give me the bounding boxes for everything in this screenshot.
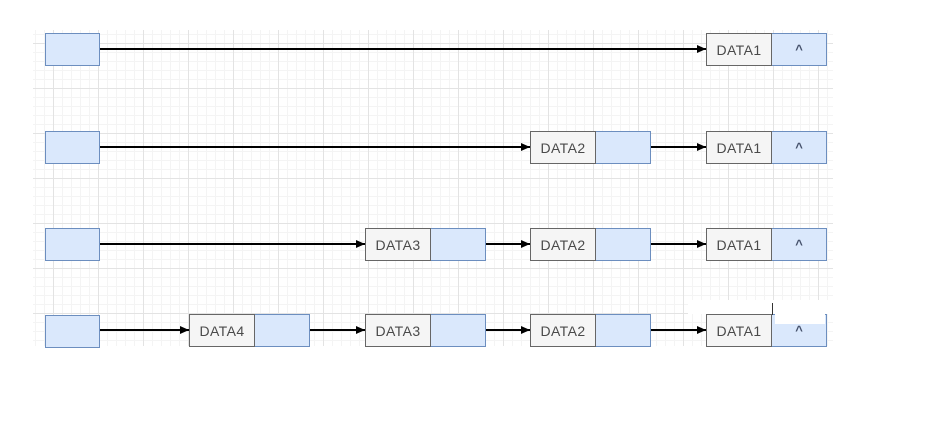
node-pointer-cell (255, 314, 310, 347)
node-data-cell: DATA3 (365, 228, 431, 261)
linked-list-node: DATA2 (530, 228, 651, 261)
node-data-cell: DATA2 (530, 314, 596, 347)
node-data-cell: DATA2 (530, 228, 596, 261)
arrow (100, 329, 189, 331)
head-pointer-box (45, 131, 100, 164)
node-label: DATA1 (716, 41, 762, 58)
node-data-cell: DATA4 (189, 314, 255, 347)
head-pointer-box (45, 228, 100, 261)
node-label: DATA2 (540, 139, 586, 156)
node-pointer-cell: ^ (772, 228, 827, 261)
node-data-cell: DATA2 (530, 131, 596, 164)
null-pointer-symbol: ^ (795, 237, 803, 252)
head-pointer-box (45, 33, 100, 66)
linked-list-node: DATA1 ^ (706, 131, 827, 164)
node-label: DATA1 (716, 322, 762, 339)
arrow (651, 329, 706, 331)
white-artifact-patch (688, 300, 834, 314)
node-pointer-cell: ^ (772, 33, 827, 66)
linked-list-node: DATA1 ^ (706, 228, 827, 261)
node-label: DATA4 (199, 322, 245, 339)
arrow (651, 146, 706, 148)
linked-list-node: DATA3 (365, 228, 486, 261)
arrow (100, 48, 706, 50)
null-pointer-symbol: ^ (795, 323, 803, 338)
arrow (486, 329, 530, 331)
node-label: DATA2 (540, 236, 586, 253)
arrow (310, 329, 365, 331)
node-label: DATA1 (716, 236, 762, 253)
node-data-cell: DATA3 (365, 314, 431, 347)
node-data-cell: DATA1 (706, 228, 772, 261)
node-pointer-cell (596, 228, 651, 261)
node-data-cell: DATA1 (706, 33, 772, 66)
linked-list-node: DATA4 (189, 314, 310, 347)
linked-list-node: DATA2 (530, 314, 651, 347)
node-data-cell: DATA1 (706, 131, 772, 164)
head-pointer-box (45, 315, 100, 348)
linked-list-node: DATA2 (530, 131, 651, 164)
node-pointer-cell (596, 314, 651, 347)
node-pointer-cell (431, 314, 486, 347)
grid-background (33, 30, 833, 346)
node-pointer-cell: ^ (772, 131, 827, 164)
white-artifact-patch (775, 314, 825, 324)
arrow (100, 243, 365, 245)
linked-list-node: DATA1 ^ (706, 33, 827, 66)
arrow (486, 243, 530, 245)
arrow (651, 243, 706, 245)
null-pointer-symbol: ^ (795, 140, 803, 155)
linked-list-node: DATA3 (365, 314, 486, 347)
arrow (100, 146, 530, 148)
node-label: DATA2 (540, 322, 586, 339)
node-pointer-cell (431, 228, 486, 261)
node-data-cell: DATA1 (706, 314, 772, 347)
null-pointer-symbol: ^ (795, 42, 803, 57)
node-label: DATA1 (716, 139, 762, 156)
artifact-divider-line (772, 303, 773, 315)
node-label: DATA3 (375, 322, 421, 339)
node-label: DATA3 (375, 236, 421, 253)
node-pointer-cell (596, 131, 651, 164)
